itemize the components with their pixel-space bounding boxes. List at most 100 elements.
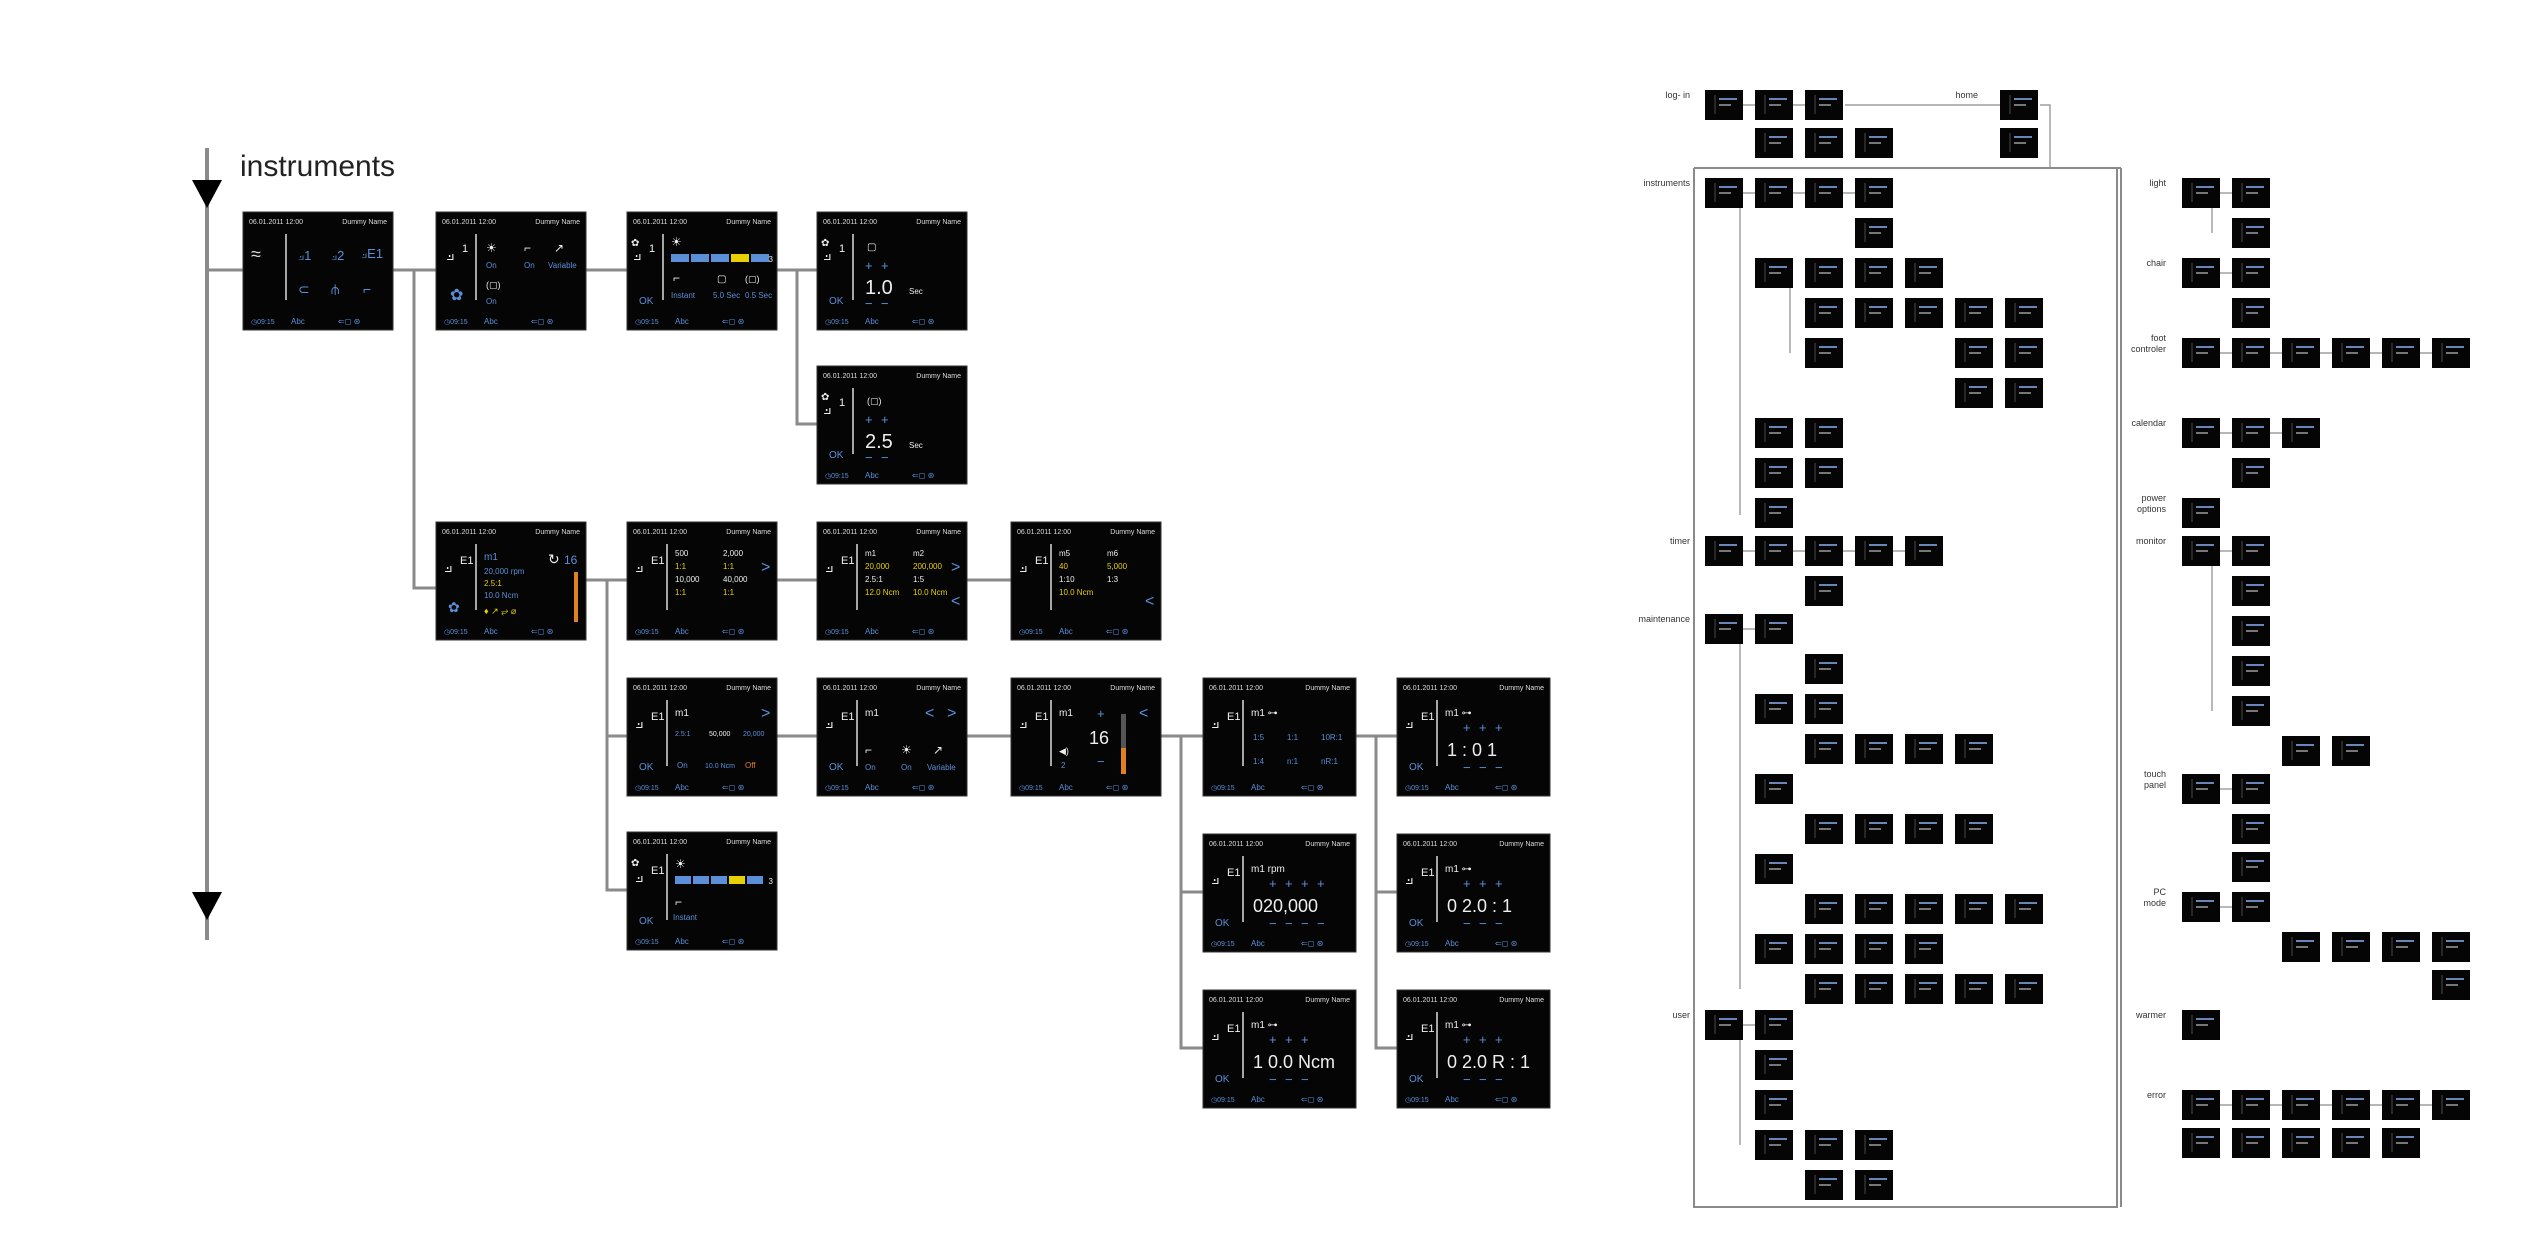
ok-label: OK: [1409, 762, 1424, 773]
map-thumbnail: [1855, 814, 1893, 844]
screen-text: On: [486, 261, 497, 270]
thumb-detail: [1769, 506, 1787, 508]
thumb-detail: [2346, 940, 2364, 942]
thumb-detail: [1819, 266, 1837, 268]
thumb-detail: [1969, 908, 1981, 910]
thumb-detail: [1869, 1138, 1887, 1140]
thumb-detail: [2019, 908, 2031, 910]
thumb-detail: [2019, 312, 2031, 314]
map-thumbnail: [1855, 974, 1893, 1004]
speed-value: 16: [1089, 728, 1109, 748]
thumb-detail: [2196, 512, 2208, 514]
thumb-detail: [2296, 432, 2308, 434]
connector-line: [1374, 892, 1397, 1050]
thumb-detail: [1819, 1178, 1837, 1180]
thumb-detail: [2196, 900, 2214, 902]
thumb-detail: [2296, 1098, 2314, 1100]
clock-label: ◷09:15: [825, 785, 849, 792]
thumb-detail: [2296, 426, 2314, 428]
ok-label: OK: [1215, 1074, 1230, 1085]
thumb-detail: [1919, 988, 1931, 990]
thumb-detail: [2019, 306, 2037, 308]
minus-icon: −: [1285, 1072, 1293, 1087]
screen-user: Dummy Name: [1499, 685, 1544, 692]
thumb-detail: [1819, 306, 1837, 308]
plus-icon: +: [881, 258, 889, 273]
thumb-detail: [1819, 822, 1837, 824]
status-icons: ⇐◻ ⊛: [722, 317, 744, 326]
thumb-detail: [1819, 748, 1831, 750]
clock-label: ◷09:15: [1405, 785, 1429, 792]
status-icons: ♦ ↗ ⥂ ⌀: [484, 606, 517, 616]
thumb-detail: [2296, 352, 2308, 354]
plus-icon: +: [1285, 1032, 1293, 1047]
thumb-detail: [2446, 978, 2464, 980]
thumb-detail: [1769, 550, 1781, 552]
program-name: m1 ⊶: [1445, 708, 1472, 719]
ratio-option: 1:5: [1253, 733, 1265, 742]
thumb-detail: [1869, 988, 1881, 990]
program-value: 40,000: [723, 575, 748, 584]
thumb-detail: [1769, 186, 1787, 188]
minus-icon: −: [865, 450, 873, 465]
thumb-detail: [2246, 584, 2264, 586]
speed-value: 16: [564, 553, 578, 567]
thumb-detail: [2246, 704, 2264, 706]
thumb-detail: [1869, 1178, 1887, 1180]
thumb-detail: [1769, 948, 1781, 950]
thumb-detail: [1919, 822, 1937, 824]
map-thumbnail: [1755, 774, 1793, 804]
thumb-detail: [2019, 386, 2037, 388]
map-thumbnail: [2182, 892, 2220, 922]
screen-user: Dummy Name: [916, 373, 961, 380]
thumb-detail: [1969, 822, 1987, 824]
thumb-detail: [2296, 744, 2314, 746]
screen-frame: [1202, 677, 1357, 797]
thumb-detail: [2196, 788, 2208, 790]
thumb-detail: [2246, 186, 2264, 188]
thumb-detail: [1769, 868, 1781, 870]
thumb-detail: [1769, 862, 1787, 864]
map-thumbnail: [2432, 338, 2470, 368]
intensity-bar-segment: [691, 254, 709, 262]
ok-label: OK: [829, 450, 844, 461]
screen-frame: [816, 365, 968, 485]
thumb-detail: [1869, 544, 1887, 546]
program-name: m1 ⊶: [1445, 864, 1472, 875]
gear-icon: ✿: [631, 238, 639, 249]
thumb-detail: [1919, 266, 1937, 268]
map-thumbnail: [1905, 934, 1943, 964]
thumb-detail: [1919, 748, 1931, 750]
next-arrow: >: [951, 559, 960, 576]
thumb-detail: [2246, 1136, 2264, 1138]
thumb-detail: [2196, 186, 2214, 188]
map-thumbnail: [1805, 258, 1843, 288]
map-thumbnail: [1705, 614, 1743, 644]
map-thumbnail: [1805, 1170, 1843, 1200]
thumb-detail: [2246, 432, 2258, 434]
water-icon: ⌐: [675, 895, 682, 909]
map-thumbnail: [2232, 774, 2270, 804]
screen-text: On: [524, 261, 535, 270]
thumb-detail: [2246, 788, 2258, 790]
thumb-detail: [2246, 346, 2264, 348]
map-thumbnail: [1855, 258, 1893, 288]
thumb-detail: [1819, 948, 1831, 950]
screen-date: 06.01.2011 12:00: [633, 685, 687, 692]
status-icons: ⇐◻ ⊛: [722, 627, 744, 636]
ok-label: OK: [639, 762, 654, 773]
thumb-detail: [1969, 306, 1987, 308]
map-thumbnail: [2182, 1010, 2220, 1040]
status-icons: ⇐◻ ⊛: [531, 317, 553, 326]
map-label: error: [2147, 1090, 2166, 1100]
thumb-detail: [1769, 426, 1787, 428]
status-icons: ⇐◻ ⊛: [912, 471, 934, 480]
thumb-detail: [2246, 1142, 2258, 1144]
thumb-detail: [2196, 1142, 2208, 1144]
screen-frame: [435, 521, 587, 641]
connector-line: [1179, 736, 1203, 894]
map-thumbnail: [1855, 128, 1893, 158]
